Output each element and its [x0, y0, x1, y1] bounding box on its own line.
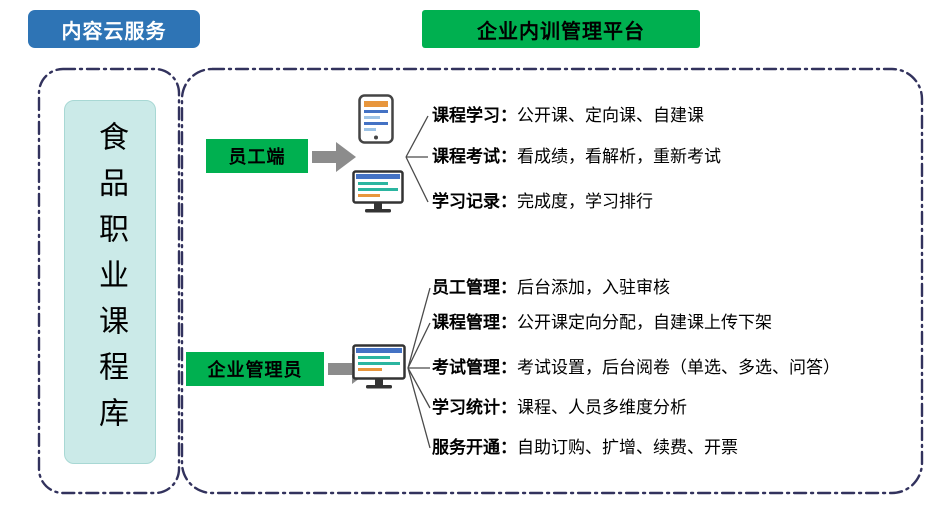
admin-feature-row: 学习统计：课程、人员多维度分析	[432, 396, 687, 420]
content-cloud-badge-label: 内容云服务	[61, 18, 167, 43]
platform-title-badge: 企业内训管理平台	[422, 10, 700, 48]
platform-container-border	[180, 67, 924, 495]
admin-role-box: 企业管理员	[186, 352, 324, 386]
feature-desc: 课程、人员多维度分析	[517, 398, 687, 418]
feature-title: 学习记录：	[432, 192, 517, 212]
employee-monitor-icon	[352, 170, 404, 213]
library-container-border	[37, 67, 181, 495]
platform-title-label: 企业内训管理平台	[477, 18, 645, 43]
feature-desc: 后台添加，入驻审核	[517, 278, 670, 298]
admin-brace-lines	[407, 287, 431, 449]
feature-desc: 公开课定向分配，自建课上传下架	[517, 313, 772, 333]
admin-monitor-icon	[352, 344, 406, 389]
feature-title: 课程考试：	[432, 147, 517, 167]
feature-desc: 完成度，学习排行	[517, 192, 653, 212]
course-library-title: 食品职业课程库	[93, 121, 128, 443]
admin-feature-row: 课程管理：公开课定向分配，自建课上传下架	[432, 311, 772, 335]
admin-feature-row: 服务开通：自助订购、扩增、续费、开票	[432, 436, 738, 460]
admin-feature-row: 员工管理：后台添加，入驻审核	[432, 276, 670, 300]
feature-title: 考试管理：	[432, 358, 517, 378]
feature-title: 员工管理：	[432, 278, 517, 298]
feature-desc: 自助订购、扩增、续费、开票	[517, 438, 738, 458]
employee-brace-lines	[405, 115, 429, 203]
feature-desc: 看成绩，看解析，重新考试	[517, 147, 721, 167]
admin-role-label: 企业管理员	[207, 360, 303, 381]
admin-feature-row: 考试管理：考试设置，后台阅卷（单选、多选、问答）	[432, 356, 840, 380]
feature-desc: 考试设置，后台阅卷（单选、多选、问答）	[517, 358, 840, 378]
content-cloud-badge: 内容云服务	[28, 10, 200, 48]
course-library-box: 食品职业课程库	[64, 100, 156, 464]
employee-feature-row: 学习记录：完成度，学习排行	[432, 190, 653, 214]
employee-role-box: 员工端	[206, 139, 308, 173]
feature-desc: 公开课、定向课、自建课	[517, 106, 704, 126]
employee-role-label: 员工端	[228, 147, 286, 168]
phone-icon	[358, 94, 394, 144]
feature-title: 课程学习：	[432, 106, 517, 126]
feature-title: 学习统计：	[432, 398, 517, 418]
feature-title: 服务开通：	[432, 438, 517, 458]
employee-feature-row: 课程学习：公开课、定向课、自建课	[432, 104, 704, 128]
feature-title: 课程管理：	[432, 313, 517, 333]
employee-feature-row: 课程考试：看成绩，看解析，重新考试	[432, 145, 721, 169]
employee-arrow-icon	[312, 142, 356, 172]
